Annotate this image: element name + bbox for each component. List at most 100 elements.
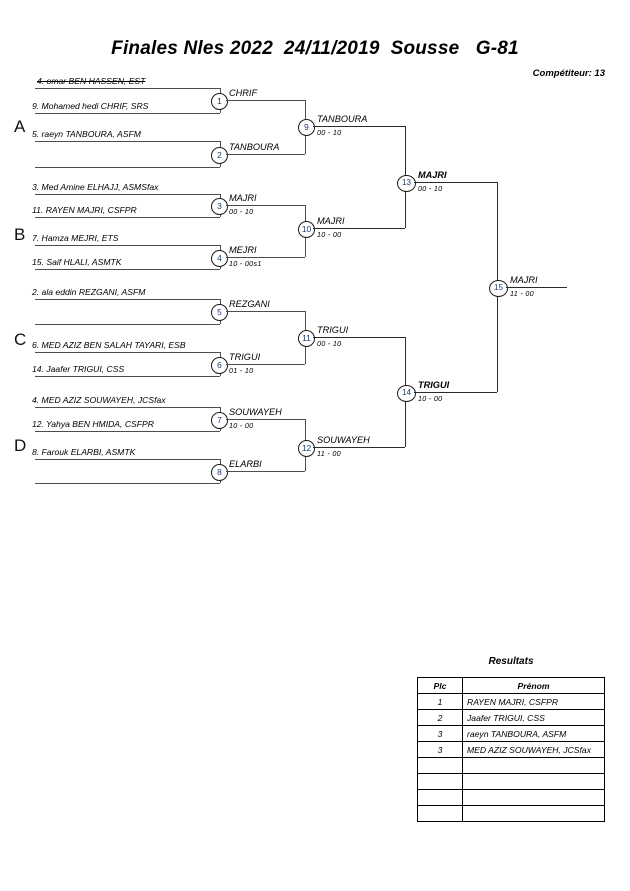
score-label-10: 10 - 00 [317,230,342,239]
winner-label-5: REZGANI [229,299,270,309]
score-label-11: 00 - 10 [317,339,342,348]
slot-line-15 [35,459,220,460]
slot-line-5 [35,194,220,195]
score-label-3: 00 - 10 [229,207,254,216]
match-node-6[interactable]: 6 [211,357,228,374]
r2-line-1 [226,100,305,101]
r3-line-1 [313,126,405,127]
match-node-7[interactable]: 7 [211,412,228,429]
table-row [417,773,605,790]
r3-line-4 [313,447,405,448]
winner-label-14: TRIGUI [418,380,450,390]
final-line-bottom [414,392,497,393]
results-table: Plc Prénom 1 RAYEN MAJRI, CSFPR 2 Jaafer… [417,677,605,822]
results-title: Resultats [488,656,534,667]
group-label-b: B [14,225,26,244]
slot-line-10 [35,324,220,325]
winner-label-1: CHRIF [229,88,258,98]
r2-line-6 [226,364,305,365]
match-node-4[interactable]: 4 [211,250,228,267]
match-node-3[interactable]: 3 [211,198,228,215]
r2-line-3 [226,205,305,206]
winner-label-2: TANBOURA [229,142,280,152]
match-node-13[interactable]: 13 [397,175,416,192]
match-node-5[interactable]: 5 [211,304,228,321]
table-row: 2 Jaafer TRIGUI, CSS [417,709,605,726]
winner-label-10: MAJRI [317,216,345,226]
group-label-d: D [14,436,27,455]
match-node-15[interactable]: 15 [489,280,508,297]
champion-line [506,287,567,288]
r2-line-7 [226,419,305,420]
slot-line-14 [35,431,220,432]
result-name: MED AZIZ SOUWAYEH, JCSfax [462,741,605,758]
winner-label-9: TANBOURA [317,114,368,124]
entry-7: 7. Hamza MEJRI, ETS [32,233,119,243]
match-node-11[interactable]: 11 [298,330,315,347]
score-label-13: 00 - 10 [418,184,443,193]
results-header-row: Plc Prénom [417,677,605,694]
group-label-a: A [14,117,26,136]
result-name [462,757,605,774]
winner-label-3: MAJRI [229,193,257,203]
entry-11: 6. MED AZIZ BEN SALAH TAYARI, ESB [32,340,186,350]
winner-label-4: MEJRI [229,245,257,255]
score-label-12: 11 - 00 [317,449,341,458]
r2-line-4 [226,257,305,258]
result-place: 2 [417,709,463,726]
table-row: 3 raeyn TANBOURA, ASFM [417,725,605,742]
result-place [417,757,463,774]
page-title: Finales Nles 2022 24/11/2019 Sousse G-81 [111,38,519,59]
r3-line-3 [313,337,405,338]
competitor-count: Compétiteur: 13 [532,68,605,79]
r3-line-2 [313,228,405,229]
table-row [417,757,605,774]
winner-label-12: SOUWAYEH [317,435,370,445]
result-name: raeyn TANBOURA, ASFM [462,725,605,742]
r2-line-8 [226,471,305,472]
winner-label-8: ELARBI [229,459,262,469]
table-row: 1 RAYEN MAJRI, CSFPR [417,693,605,710]
entry-13: 4. MED AZIZ SOUWAYEH, JCSfax [32,395,166,405]
result-place: 3 [417,741,463,758]
entry-14: 12. Yahya BEN HMIDA, CSFPR [32,419,154,429]
result-place [417,789,463,806]
results-col-plc: Plc [417,677,463,694]
winner-label-6: TRIGUI [229,352,261,362]
slot-line-13 [35,407,220,408]
match-node-1[interactable]: 1 [211,93,228,110]
match-node-12[interactable]: 12 [298,440,315,457]
match-node-14[interactable]: 14 [397,385,416,402]
entry-1: 4. omar BEN HASSEN, EST [37,76,146,86]
result-name: RAYEN MAJRI, CSFPR [462,693,605,710]
winner-label-11: TRIGUI [317,325,349,335]
entry-9: 2. ala eddin REZGANI, ASFM [32,287,146,297]
result-place [417,805,463,822]
r2-line-2 [226,154,305,155]
score-label-14: 10 - 00 [418,394,443,403]
entry-12: 14. Jaafer TRIGUI, CSS [32,364,125,374]
score-label-15: 11 - 00 [510,289,534,298]
entry-6: 11. RAYEN MAJRI, CSFPR [32,205,137,215]
slot-line-7 [35,245,220,246]
table-row [417,805,605,822]
entry-5: 3. Med Amine ELHAJJ, ASMSfax [32,182,159,192]
results-col-prenom: Prénom [462,677,605,694]
result-name: Jaafer TRIGUI, CSS [462,709,605,726]
match-node-8[interactable]: 8 [211,464,228,481]
match-node-9[interactable]: 9 [298,119,315,136]
match-node-2[interactable]: 2 [211,147,228,164]
score-label-9: 00 - 10 [317,128,342,137]
slot-line-1 [35,88,220,89]
score-label-4: 10 - 00s1 [229,259,262,268]
result-name [462,773,605,790]
result-name [462,789,605,806]
result-name [462,805,605,822]
winner-label-15: MAJRI [510,275,538,285]
slot-line-12 [35,376,220,377]
match-node-10[interactable]: 10 [298,221,315,238]
slot-line-3 [35,141,220,142]
result-place: 1 [417,693,463,710]
entry-8: 15. Saif HLALI, ASMTK [32,257,122,267]
